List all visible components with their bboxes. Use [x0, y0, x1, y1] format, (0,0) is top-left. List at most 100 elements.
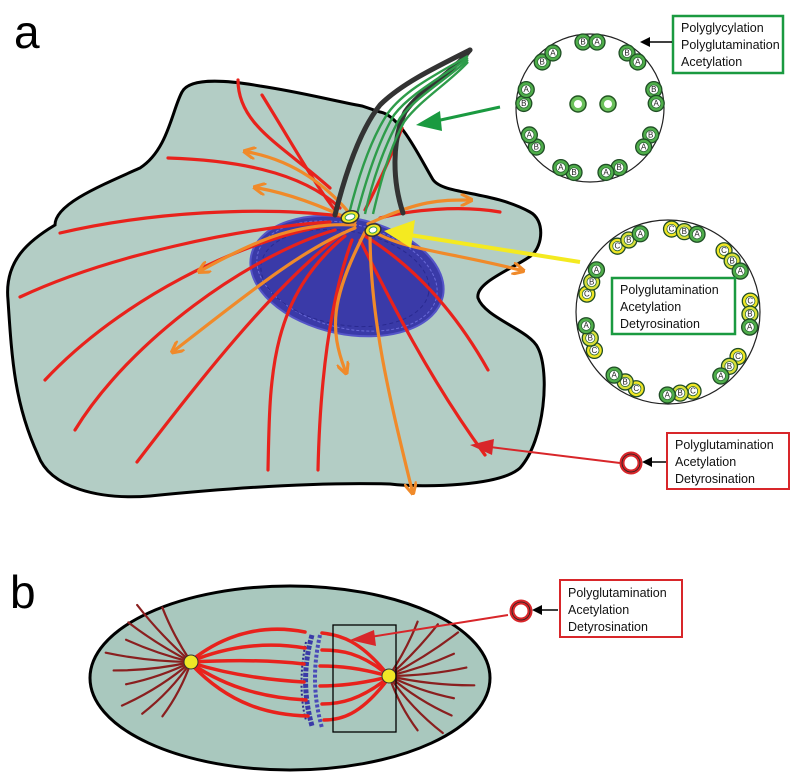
- cytoplasmic-microtubule-cross-section: [619, 451, 643, 475]
- doublet-letter: A: [594, 265, 600, 274]
- doublet-letter: A: [694, 230, 700, 239]
- doublet-letter: A: [718, 372, 724, 381]
- b-tubule: B: [741, 305, 759, 323]
- doublet-letter: B: [682, 227, 687, 236]
- spindle-pole-right: [381, 668, 397, 684]
- cytoplasmic-pointer-arrow: [470, 439, 621, 464]
- doublet-letter: A: [550, 48, 556, 57]
- doublet-letter: B: [571, 168, 576, 177]
- a-tubule: A: [712, 367, 730, 385]
- spindle-microtubule-cross-section: [509, 599, 533, 623]
- a-tubule: A: [605, 366, 623, 384]
- doublet-letter: A: [738, 267, 744, 276]
- a-tubule: A: [631, 225, 649, 243]
- cilium-label-line: Polyglutamination: [681, 38, 780, 52]
- doublet-letter: C: [615, 242, 621, 251]
- doublet-letter: B: [678, 389, 683, 398]
- centriole-triplet: CBA: [740, 292, 759, 336]
- b-tubule: B: [527, 138, 545, 156]
- doublet-letter: A: [594, 38, 600, 47]
- panel-b-letter: b: [10, 566, 36, 618]
- doublet-letter: A: [638, 229, 644, 238]
- spindle-microtubules: [190, 627, 390, 722]
- axoneme-doublet: BA: [597, 158, 628, 182]
- panel-a-cilium: [332, 47, 473, 218]
- doublet-letter: B: [616, 163, 621, 172]
- a-tubule: A: [597, 163, 615, 182]
- a-tubule: A: [517, 80, 535, 99]
- centriole-triplet: CBA: [658, 382, 702, 404]
- doublet-letter: C: [584, 290, 590, 299]
- doublet-letter: A: [654, 99, 660, 108]
- centriole-label-line: Acetylation: [620, 300, 681, 314]
- doublet-letter: A: [558, 163, 564, 172]
- centriole-triplet: CBA: [712, 347, 747, 385]
- spindle-label-line: Acetylation: [568, 603, 629, 617]
- centriole-triplet: CBA: [608, 225, 649, 255]
- doublet-letter: B: [747, 310, 752, 319]
- a-tubule: A: [688, 225, 706, 243]
- doublet-letter: A: [611, 371, 617, 380]
- axoneme-doublet: BA: [645, 80, 665, 113]
- cilium-label-line: Acetylation: [681, 55, 742, 69]
- doublet-letter: A: [583, 321, 589, 330]
- doublet-letter: A: [665, 391, 671, 400]
- doublet-letter: B: [588, 334, 593, 343]
- doublet-letter: A: [635, 57, 641, 66]
- axoneme-doublet: BA: [552, 158, 583, 182]
- cilium-pointer-arrow: [416, 105, 501, 131]
- a-tubule: A: [658, 386, 676, 404]
- spindle-label-box: Polyglutamination Acetylation Detyrosina…: [559, 579, 683, 638]
- spindle-pole-left: [183, 654, 199, 670]
- doublet-letter: C: [735, 352, 741, 361]
- axoneme-doublet: BA: [533, 44, 562, 71]
- doublet-letter: A: [641, 143, 647, 152]
- centriole-label-line: Polyglutamination: [620, 283, 719, 297]
- doublet-letter: B: [589, 278, 594, 287]
- doublet-letter: B: [623, 377, 628, 386]
- doublet-letter: A: [524, 85, 530, 94]
- axoneme-doublet: BA: [635, 126, 660, 156]
- centriole-pointer-arrow: [384, 220, 581, 264]
- doublet-letter: B: [651, 85, 656, 94]
- doublet-letter: B: [540, 57, 545, 66]
- a-tubule: A: [587, 261, 606, 279]
- a-tubule: A: [577, 317, 595, 335]
- spindle-label-arrow: [532, 605, 558, 615]
- spindle-label-line: Detyrosination: [568, 620, 648, 634]
- centriole-triplet: CBA: [715, 242, 749, 280]
- axoneme-doublet: BA: [520, 126, 545, 156]
- cytoplasmic-label-arrow: [642, 457, 666, 467]
- doublet-letter: C: [690, 387, 696, 396]
- centriole-label-line: Detyrosination: [620, 317, 700, 331]
- doublet-letter: B: [727, 362, 732, 371]
- a-tubule: A: [629, 53, 647, 71]
- doublet-letter: B: [648, 130, 653, 139]
- cytoplasmic-label-line: Detyrosination: [675, 472, 755, 486]
- doublet-letter: C: [721, 246, 727, 255]
- a-tubule: A: [647, 94, 665, 113]
- doublet-letter: B: [624, 48, 629, 57]
- centriole-label-box: Polyglutamination Acetylation Detyrosina…: [610, 276, 737, 336]
- a-tubule: A: [520, 126, 538, 144]
- spindle-label-line: Polyglutamination: [568, 586, 667, 600]
- a-tubule: A: [552, 158, 570, 177]
- centriole-triplet: CBA: [577, 317, 604, 360]
- b-tubule: B: [533, 53, 551, 71]
- astral-fiber: [136, 603, 193, 664]
- spindle-zoom-box: [332, 624, 397, 733]
- b-tubule: B: [642, 126, 660, 144]
- centriole-triplet: CBA: [605, 366, 645, 398]
- cilium-label-box: Polyglycylation Polyglutamination Acetyl…: [671, 14, 785, 75]
- doublet-letter: A: [603, 168, 609, 177]
- doublet-letter: A: [747, 323, 753, 332]
- a-tubule: A: [740, 318, 759, 336]
- doublet-letter: C: [669, 225, 675, 234]
- doublet-letter: B: [534, 143, 539, 152]
- panel-a-letter: a: [14, 6, 40, 58]
